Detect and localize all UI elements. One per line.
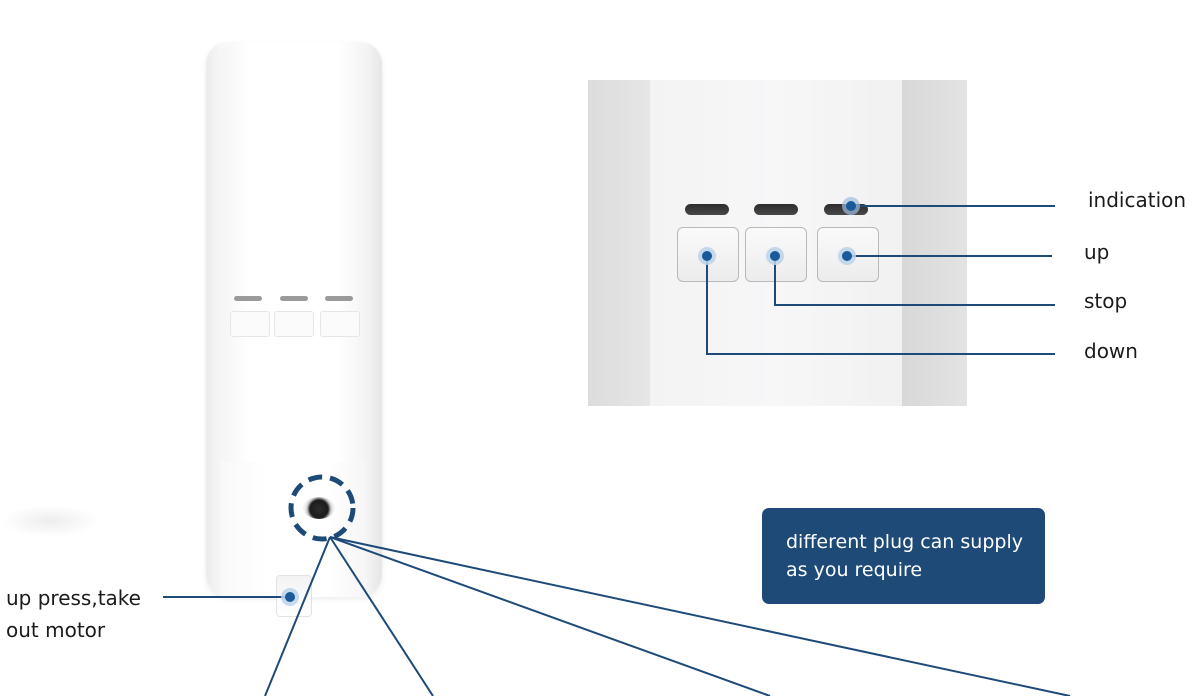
up-marker xyxy=(702,251,712,261)
plug-callout-line-2 xyxy=(329,536,434,696)
plug-socket xyxy=(303,497,335,519)
indicator-led-1 xyxy=(685,204,729,215)
panel-edge-right xyxy=(902,80,967,406)
motor-indicator-led-3 xyxy=(325,296,353,301)
label-down: down xyxy=(1084,339,1138,363)
motor-up-button xyxy=(230,311,270,337)
label-up-press: up press,take out motor xyxy=(6,586,141,642)
down-marker xyxy=(842,251,852,261)
plug-callout-line-1 xyxy=(264,536,331,696)
motor-stop-button xyxy=(274,311,314,337)
stop-callout-line xyxy=(774,256,1055,306)
floor-shadow xyxy=(0,505,100,537)
label-up: up xyxy=(1084,240,1110,264)
indication-marker xyxy=(846,201,856,211)
release-marker xyxy=(285,592,295,602)
plug-callout-line-3 xyxy=(329,536,771,696)
plug-info-text: different plug can supply as you require xyxy=(786,531,1023,581)
label-indication: indication xyxy=(1088,188,1187,212)
zoomed-control-panel: ▲ ■ ▼ xyxy=(588,80,967,406)
plug-info-box: different plug can supply as you require xyxy=(762,508,1045,604)
socket-highlight-circle xyxy=(288,474,356,542)
motor-indicator-led-1 xyxy=(234,296,262,301)
plug-callout-line-4 xyxy=(329,536,1071,696)
motor-upper-casing xyxy=(219,42,369,462)
down-callout-line xyxy=(706,256,1055,355)
panel-edge-left xyxy=(588,80,650,406)
marker-dots xyxy=(281,197,860,606)
motor-down-button xyxy=(320,311,360,337)
motor-indicator-led-2 xyxy=(280,296,308,301)
label-stop: stop xyxy=(1084,289,1128,313)
indicator-led-2 xyxy=(754,204,798,215)
stop-marker xyxy=(770,251,780,261)
